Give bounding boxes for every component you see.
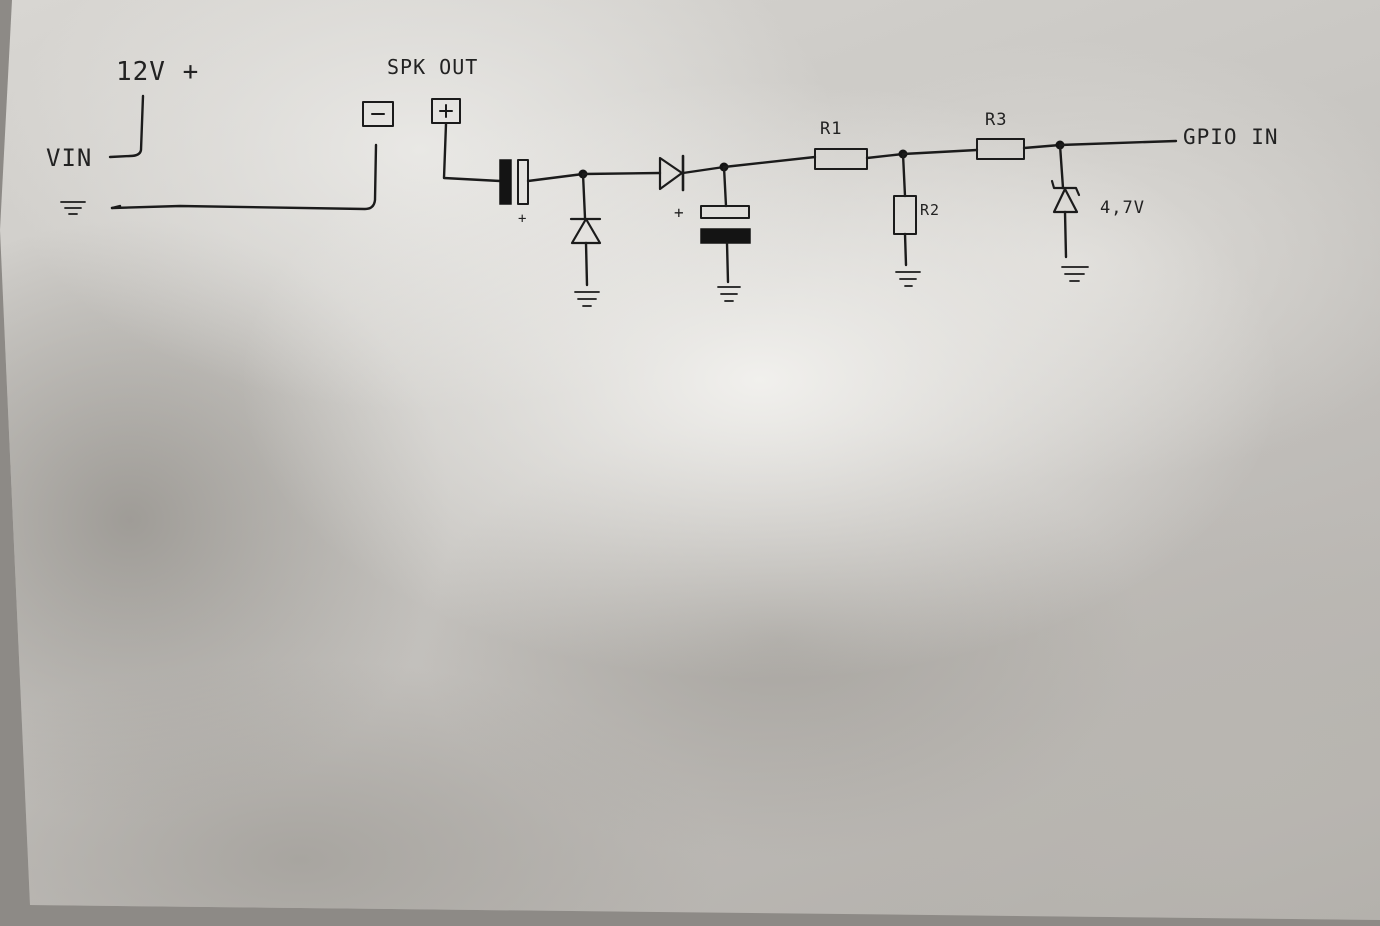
diode-ground-symbol bbox=[574, 291, 600, 307]
label-r1: R1 bbox=[820, 119, 842, 139]
zener-ground-symbol bbox=[1061, 266, 1089, 282]
label-r2: R2 bbox=[920, 201, 940, 219]
filter-capacitor bbox=[700, 165, 751, 284]
label-r3: R3 bbox=[985, 110, 1007, 130]
r2-ground-symbol bbox=[895, 271, 921, 287]
resistor-r2 bbox=[893, 152, 917, 267]
zener-diode bbox=[1050, 143, 1081, 259]
label-12v: 12V + bbox=[116, 57, 199, 87]
coupling-capacitor bbox=[499, 159, 585, 205]
gpio-output-wire bbox=[1058, 139, 1178, 147]
resistor-r1 bbox=[722, 148, 905, 170]
speaker-plus-terminal bbox=[431, 98, 461, 124]
label-spk-out: SPK OUT bbox=[387, 55, 478, 79]
label-zener-voltage: 4,7V bbox=[1100, 198, 1145, 218]
speaker-minus-terminal bbox=[362, 101, 394, 127]
vin-ground-symbol bbox=[60, 201, 86, 215]
label-gpio-in: GPIO IN bbox=[1183, 125, 1279, 149]
vin-supply-lead bbox=[108, 94, 145, 159]
capacitor-ground-symbol bbox=[717, 286, 741, 302]
label-cap2-plus: + bbox=[674, 203, 685, 222]
resistor-r3 bbox=[901, 138, 1062, 160]
ground-return-wire bbox=[110, 143, 378, 211]
shunt-diode bbox=[569, 172, 602, 287]
speaker-plus-wire bbox=[442, 122, 502, 183]
label-vin: VIN bbox=[46, 144, 92, 172]
label-cap1-plus: + bbox=[518, 211, 527, 227]
series-diode bbox=[581, 154, 726, 192]
